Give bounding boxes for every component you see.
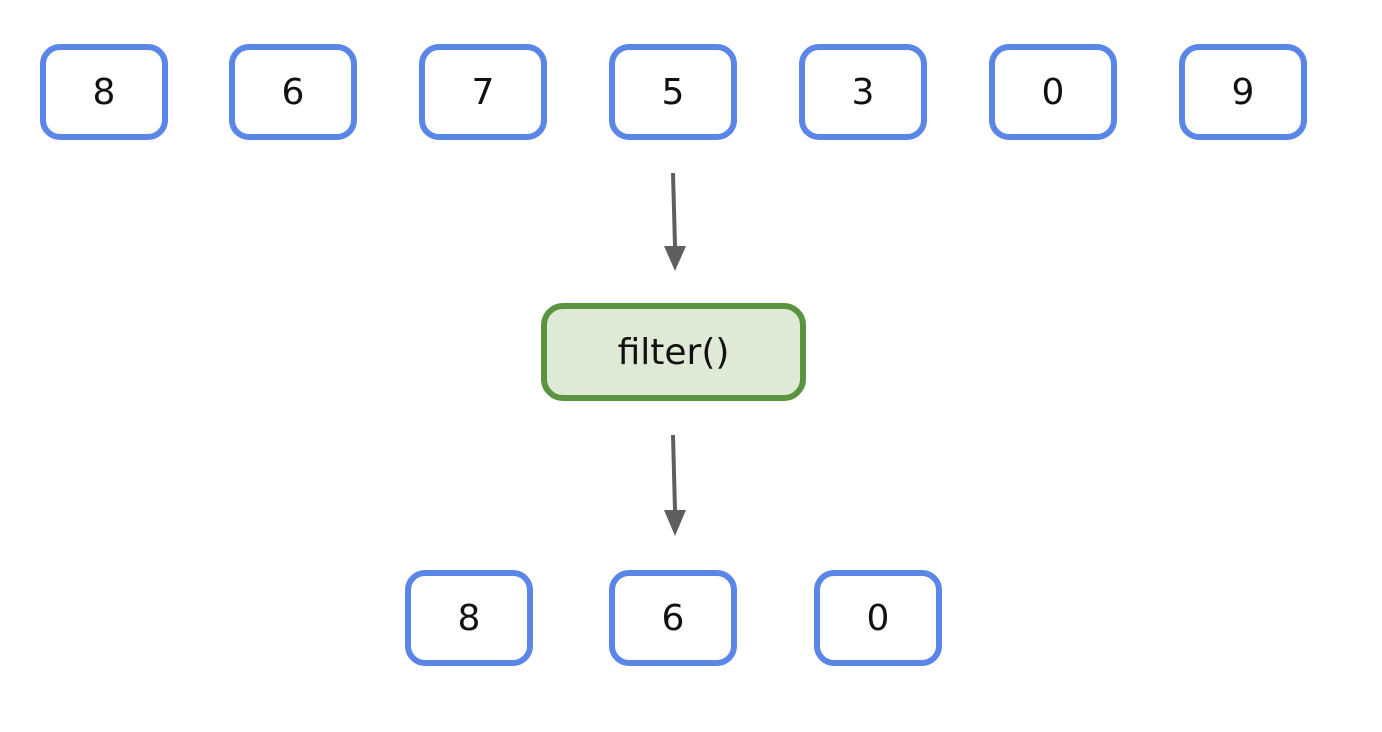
input-item-2: 6 xyxy=(229,44,357,140)
input-item-value: 5 xyxy=(661,71,685,113)
filter-function-label: filter() xyxy=(617,331,730,373)
input-item-3: 7 xyxy=(419,44,547,140)
input-item-6: 0 xyxy=(989,44,1117,140)
arrow-input-to-filter xyxy=(664,172,686,271)
output-item-2: 6 xyxy=(609,570,737,666)
arrow-filter-to-output xyxy=(664,434,686,536)
input-item-1: 8 xyxy=(40,44,168,140)
output-item-value: 0 xyxy=(866,597,890,639)
output-item-1: 8 xyxy=(405,570,533,666)
filter-function-box: filter() xyxy=(541,303,806,401)
input-item-value: 0 xyxy=(1041,71,1065,113)
output-item-3: 0 xyxy=(814,570,942,666)
output-item-value: 6 xyxy=(661,597,685,639)
input-item-value: 3 xyxy=(851,71,875,113)
input-item-value: 6 xyxy=(281,71,305,113)
input-item-value: 8 xyxy=(92,71,116,113)
input-item-value: 7 xyxy=(471,71,495,113)
input-item-4: 5 xyxy=(609,44,737,140)
output-item-value: 8 xyxy=(457,597,481,639)
input-item-5: 3 xyxy=(799,44,927,140)
input-item-value: 9 xyxy=(1231,71,1255,113)
input-item-7: 9 xyxy=(1179,44,1307,140)
